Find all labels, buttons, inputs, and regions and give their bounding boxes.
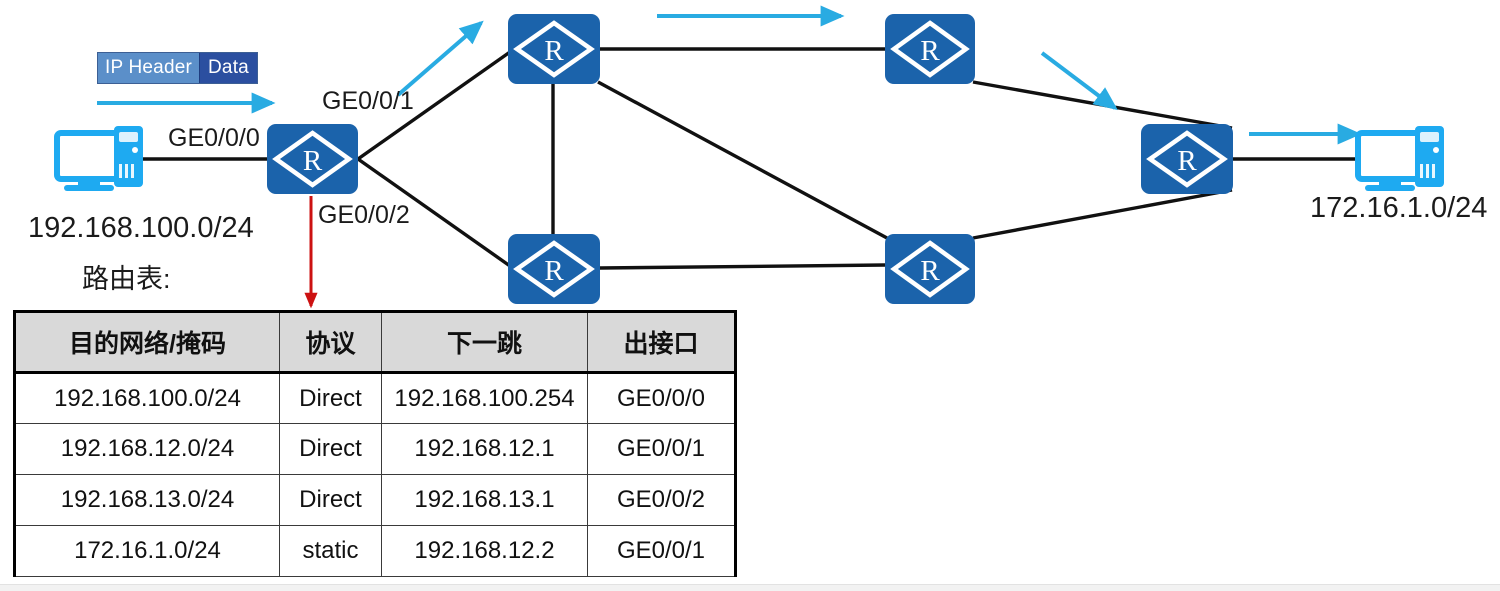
router-r2[interactable]: R <box>508 14 600 84</box>
source-network-label: 192.168.100.0/24 <box>28 212 254 244</box>
cell-destination: 192.168.100.0/24 <box>13 372 280 424</box>
ip-packet-box: IP Header Data <box>97 52 258 84</box>
router-r5-label: R <box>920 255 940 287</box>
cell-protocol: Direct <box>279 423 382 475</box>
router-r1[interactable]: R <box>267 124 358 194</box>
table-row: 172.16.1.0/24 static 192.168.12.2 GE0/0/… <box>13 525 737 577</box>
packet-flow-arrows <box>97 5 1362 145</box>
cell-nexthop: 192.168.12.1 <box>381 423 588 475</box>
link-r3-r6 <box>972 80 1233 130</box>
interface-label-ge000: GE0/0/0 <box>168 124 260 152</box>
packet-data-label: Data <box>199 53 257 83</box>
router-diamond-icon <box>890 240 970 298</box>
link-r1-r4 <box>357 157 511 268</box>
cell-interface: GE0/0/1 <box>587 423 737 475</box>
cell-protocol: Direct <box>279 372 382 424</box>
column-header-protocol: 协议 <box>279 310 382 374</box>
cell-protocol: static <box>279 525 382 577</box>
router-diamond-icon <box>513 240 595 298</box>
router-diamond-icon <box>513 20 595 78</box>
router-r4[interactable]: R <box>508 234 600 304</box>
router-r6-label: R <box>1177 145 1197 177</box>
packet-ip-header-label: IP Header <box>98 53 200 83</box>
table-row: 192.168.12.0/24 Direct 192.168.12.1 GE0/… <box>13 423 737 475</box>
column-header-interface: 出接口 <box>587 310 737 374</box>
flow-arrow-r1-to-r2 <box>396 20 484 97</box>
interface-label-ge002: GE0/0/2 <box>318 201 410 229</box>
router-r1-label: R <box>303 145 323 177</box>
table-row: 192.168.100.0/24 Direct 192.168.100.254 … <box>13 372 737 424</box>
pc-dest-icon <box>1355 126 1444 191</box>
cell-destination: 172.16.1.0/24 <box>13 525 280 577</box>
cell-nexthop: 192.168.12.2 <box>381 525 588 577</box>
cell-interface: GE0/0/1 <box>587 525 737 577</box>
flow-arrow-r3-to-r6 <box>1040 51 1118 111</box>
cell-interface: GE0/0/0 <box>587 372 737 424</box>
cell-nexthop: 192.168.100.254 <box>381 372 588 424</box>
pc-source-icon <box>54 126 143 191</box>
routing-table: 目的网络/掩码 协议 下一跳 出接口 192.168.100.0/24 Dire… <box>13 310 737 577</box>
interface-label-ge001: GE0/0/1 <box>322 87 414 115</box>
router-r6[interactable]: R <box>1141 124 1233 194</box>
link-r1-r2 <box>357 50 511 161</box>
cell-destination: 192.168.12.0/24 <box>13 423 280 475</box>
cell-destination: 192.168.13.0/24 <box>13 474 280 526</box>
link-r2-r5 <box>597 80 888 240</box>
column-header-nexthop: 下一跳 <box>381 310 588 374</box>
table-row: 192.168.13.0/24 Direct 192.168.13.1 GE0/… <box>13 474 737 526</box>
cell-nexthop: 192.168.13.1 <box>381 474 588 526</box>
link-r5-r6 <box>972 188 1233 240</box>
router-diamond-icon <box>272 130 353 188</box>
router-r3[interactable]: R <box>885 14 975 84</box>
destination-network-label: 172.16.1.0/24 <box>1310 192 1488 224</box>
topology-links <box>143 47 1358 270</box>
router-r2-label: R <box>544 35 564 67</box>
link-r4-r5 <box>599 263 886 270</box>
routing-table-header-row: 目的网络/掩码 协议 下一跳 出接口 <box>13 310 737 374</box>
router-r5[interactable]: R <box>885 234 975 304</box>
column-header-destination: 目的网络/掩码 <box>13 310 280 374</box>
router-diamond-icon <box>890 20 970 78</box>
router-r3-label: R <box>920 35 940 67</box>
cell-interface: GE0/0/2 <box>587 474 737 526</box>
routing-table-caption: 路由表: <box>82 264 171 294</box>
cell-protocol: Direct <box>279 474 382 526</box>
router-r4-label: R <box>544 255 564 287</box>
router-diamond-icon <box>1146 130 1228 188</box>
page-bottom-edge <box>0 584 1500 591</box>
